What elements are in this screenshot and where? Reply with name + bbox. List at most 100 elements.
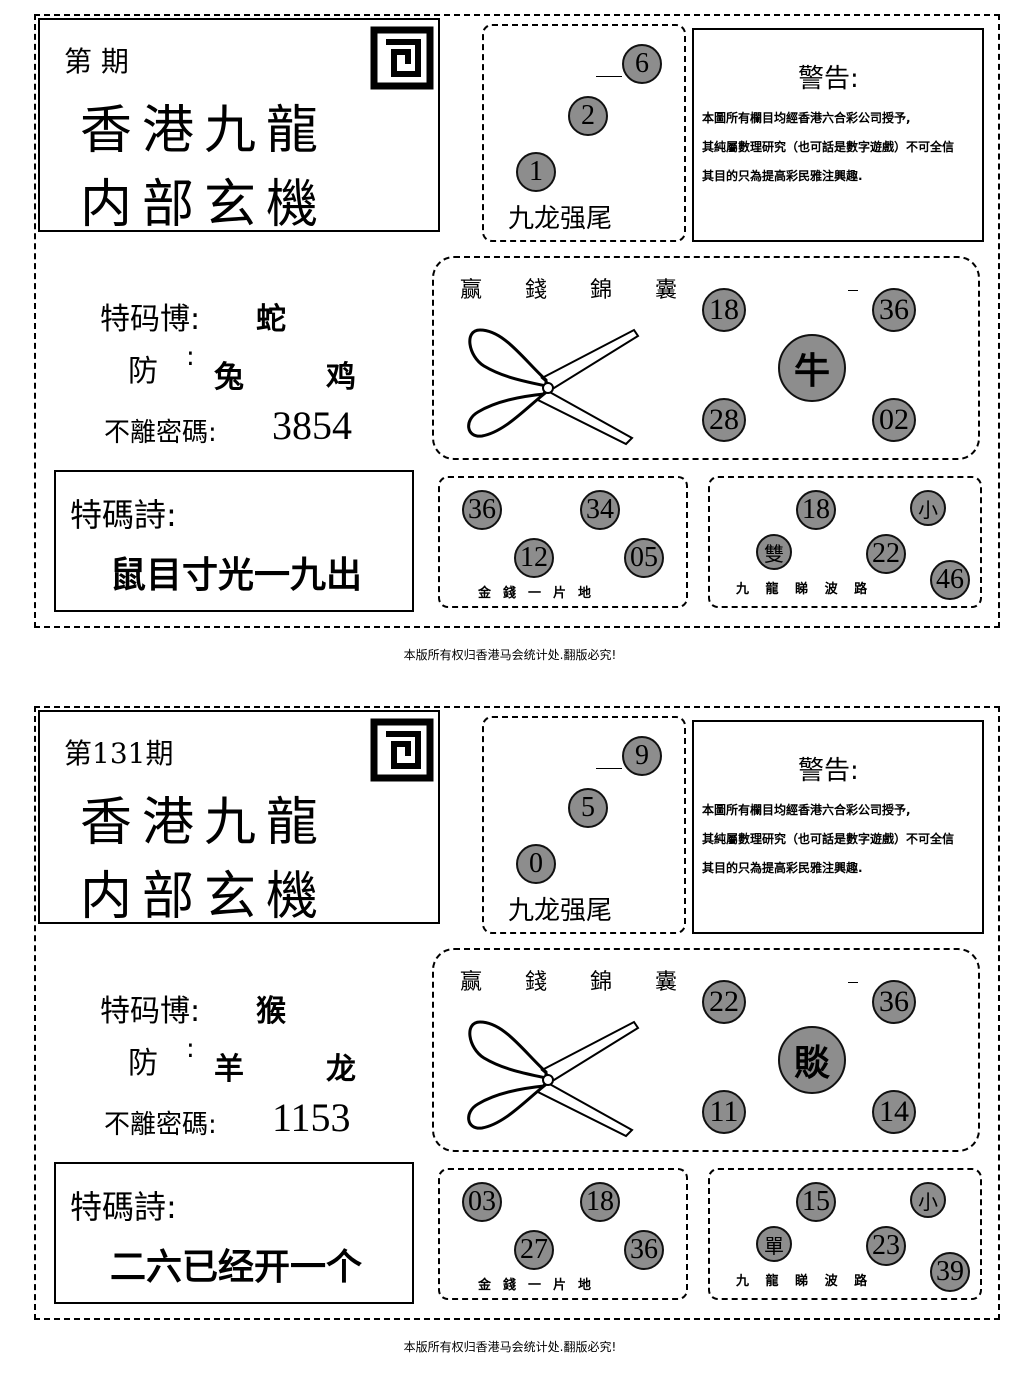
issue-number: 第 期 bbox=[64, 45, 129, 78]
wave-ball: 39 bbox=[930, 1252, 970, 1292]
guard-label: 防 bbox=[128, 1046, 158, 1081]
gold-land-box: 36 34 12 05 金錢一片地 bbox=[438, 476, 688, 608]
tail-ball: 0 bbox=[516, 844, 556, 884]
lucky-bag-caption: 赢 錢 錦 囊 bbox=[460, 278, 695, 303]
lucky-bag-tick bbox=[848, 982, 858, 983]
title-line-1: 香港九龍 bbox=[80, 793, 329, 853]
fixed-label: 不離密碼: bbox=[104, 418, 217, 448]
wave-road-box: 15 小 單 23 39 九 龍 睇 波 路 bbox=[708, 1168, 982, 1300]
fixed-value: 1153 bbox=[272, 1095, 351, 1140]
lucky-bag-center: 賧 bbox=[778, 1026, 846, 1094]
tail-dash bbox=[596, 768, 622, 769]
bet-value: 猴 bbox=[256, 994, 286, 1029]
poem-label: 特碼詩: bbox=[70, 1188, 177, 1226]
tail-ball: 5 bbox=[568, 788, 608, 828]
wave-ball: 15 bbox=[796, 1182, 836, 1222]
lottery-panel: 第 期 香港九龍 内部玄機 6 2 1 九龙强尾 警告: 本圖所有欄目均經香港六… bbox=[34, 14, 1000, 662]
gold-land-ball: 05 bbox=[624, 538, 664, 578]
guard-label: 防 bbox=[128, 354, 158, 389]
poem-box: 特碼詩: 鼠目寸光一九出 bbox=[54, 470, 414, 612]
tail-ball: 1 bbox=[516, 152, 556, 192]
guard-value: 兔 bbox=[214, 360, 244, 395]
warning-box: 警告: 本圖所有欄目均經香港六合彩公司授予, 其純屬數理研究（也可話是數字遊戲）… bbox=[692, 720, 984, 934]
scissors-icon bbox=[467, 328, 640, 446]
fixed-label: 不離密碼: bbox=[104, 1110, 217, 1140]
lucky-bag-ball: 18 bbox=[702, 288, 746, 332]
guard-value: 龙 bbox=[326, 1052, 356, 1087]
lottery-panel: 第131期 香港九龍 内部玄機 9 5 0 九龙强尾 警告: 本圖所有欄目均經香… bbox=[0, 692, 1020, 1386]
tail-label: 九龙强尾 bbox=[508, 204, 613, 234]
warning-box: 警告: 本圖所有欄目均經香港六合彩公司授予, 其純屬數理研究（也可話是數字遊戲）… bbox=[692, 28, 984, 242]
warning-heading: 警告: bbox=[798, 756, 859, 786]
wave-ball: 46 bbox=[930, 560, 970, 600]
wave-ball: 18 bbox=[796, 490, 836, 530]
warning-line: 其純屬數理研究（也可話是數字遊戲）不可全信 bbox=[702, 832, 955, 846]
poem-box: 特碼詩: 二六已经开一个 bbox=[54, 1162, 414, 1304]
tail-box: 6 2 1 九龙强尾 bbox=[482, 24, 686, 242]
lucky-bag-ball: 28 bbox=[702, 398, 746, 442]
gold-land-ball: 36 bbox=[624, 1230, 664, 1270]
guard-value: 羊 bbox=[214, 1052, 244, 1087]
tail-box: 9 5 0 九龙强尾 bbox=[482, 716, 686, 934]
title-line-1: 香港九龍 bbox=[80, 101, 329, 161]
lucky-bag-box: 赢 錢 錦 囊 22 36 賧 11 14 bbox=[432, 948, 980, 1152]
gold-land-ball: 12 bbox=[514, 538, 554, 578]
guard-colon: : bbox=[186, 1034, 195, 1064]
warning-text: 本圖所有欄目均經香港六合彩公司授予, 其純屬數理研究（也可話是數字遊戲）不可全信… bbox=[702, 796, 982, 883]
wave-ball: 22 bbox=[866, 534, 906, 574]
gold-land-box: 03 18 27 36 金錢一片地 bbox=[438, 1168, 688, 1300]
gold-land-ball: 36 bbox=[462, 490, 502, 530]
tail-label: 九龙强尾 bbox=[508, 896, 613, 926]
gold-land-ball: 34 bbox=[580, 490, 620, 530]
wave-small: 小 bbox=[910, 1182, 946, 1218]
title-box: 第 期 香港九龍 内部玄機 bbox=[38, 18, 440, 235]
wave-road-caption: 九 龍 睇 波 路 bbox=[736, 582, 874, 597]
lucky-bag-tick bbox=[848, 290, 858, 291]
lucky-bag-ball: 14 bbox=[872, 1090, 916, 1134]
spiral-logo-icon bbox=[370, 26, 434, 90]
gold-land-ball: 18 bbox=[580, 1182, 620, 1222]
poem-label: 特碼詩: bbox=[70, 496, 177, 534]
warning-line: 其目的只為提高彩民雅注興趣. bbox=[702, 861, 863, 875]
title-line-2: 内部玄機 bbox=[80, 867, 329, 927]
wave-small: 小 bbox=[910, 490, 946, 526]
tail-ball: 9 bbox=[622, 736, 662, 776]
outer-frame bbox=[34, 14, 1000, 628]
tail-ball: 6 bbox=[622, 44, 662, 84]
outer-frame bbox=[34, 706, 1000, 1320]
gold-land-ball: 27 bbox=[514, 1230, 554, 1270]
lucky-bag-ball: 22 bbox=[702, 980, 746, 1024]
warning-line: 其純屬數理研究（也可話是數字遊戲）不可全信 bbox=[702, 140, 955, 154]
spiral-logo-icon bbox=[370, 718, 434, 782]
warning-text: 本圖所有欄目均經香港六合彩公司授予, 其純屬數理研究（也可話是數字遊戲）不可全信… bbox=[702, 104, 982, 191]
lucky-bag-center: 牛 bbox=[778, 334, 846, 402]
tail-ball: 2 bbox=[568, 96, 608, 136]
lucky-bag-ball: 11 bbox=[702, 1090, 746, 1134]
lucky-bag-ball: 36 bbox=[872, 288, 916, 332]
copyright-footer: 本版所有权归香港马会统计处.翻版必究! bbox=[403, 648, 617, 662]
lucky-bag-ball: 36 bbox=[872, 980, 916, 1024]
warning-heading: 警告: bbox=[798, 64, 859, 94]
warning-line: 其目的只為提高彩民雅注興趣. bbox=[702, 169, 863, 183]
title-line-2: 内部玄機 bbox=[80, 175, 329, 235]
wave-road-box: 18 小 雙 22 46 九 龍 睇 波 路 bbox=[708, 476, 982, 608]
warning-line: 本圖所有欄目均經香港六合彩公司授予, bbox=[702, 803, 911, 817]
gold-land-ball: 03 bbox=[462, 1182, 502, 1222]
gold-land-caption: 金錢一片地 bbox=[478, 586, 604, 601]
warning-line: 本圖所有欄目均經香港六合彩公司授予, bbox=[702, 111, 911, 125]
title-box: 第131期 香港九龍 内部玄機 bbox=[38, 710, 440, 927]
wave-parity: 雙 bbox=[756, 534, 792, 570]
tail-dash bbox=[596, 76, 622, 77]
lucky-bag-box: 赢 錢 錦 囊 18 36 牛 28 02 bbox=[432, 256, 980, 460]
bet-label: 特码博: bbox=[100, 302, 201, 337]
bet-label: 特码博: bbox=[100, 994, 201, 1029]
guard-value: 鸡 bbox=[326, 360, 356, 395]
poem-text: 鼠目寸光一九出 bbox=[110, 555, 363, 596]
lucky-bag-caption: 赢 錢 錦 囊 bbox=[460, 970, 695, 995]
bet-value: 蛇 bbox=[256, 302, 286, 337]
issue-number: 第131期 bbox=[64, 737, 174, 770]
wave-ball: 23 bbox=[866, 1226, 906, 1266]
copyright-footer: 本版所有权归香港马会统计处.翻版必究! bbox=[403, 1340, 617, 1354]
scissors-icon bbox=[467, 1020, 640, 1138]
poem-text: 二六已经开一个 bbox=[110, 1247, 363, 1288]
